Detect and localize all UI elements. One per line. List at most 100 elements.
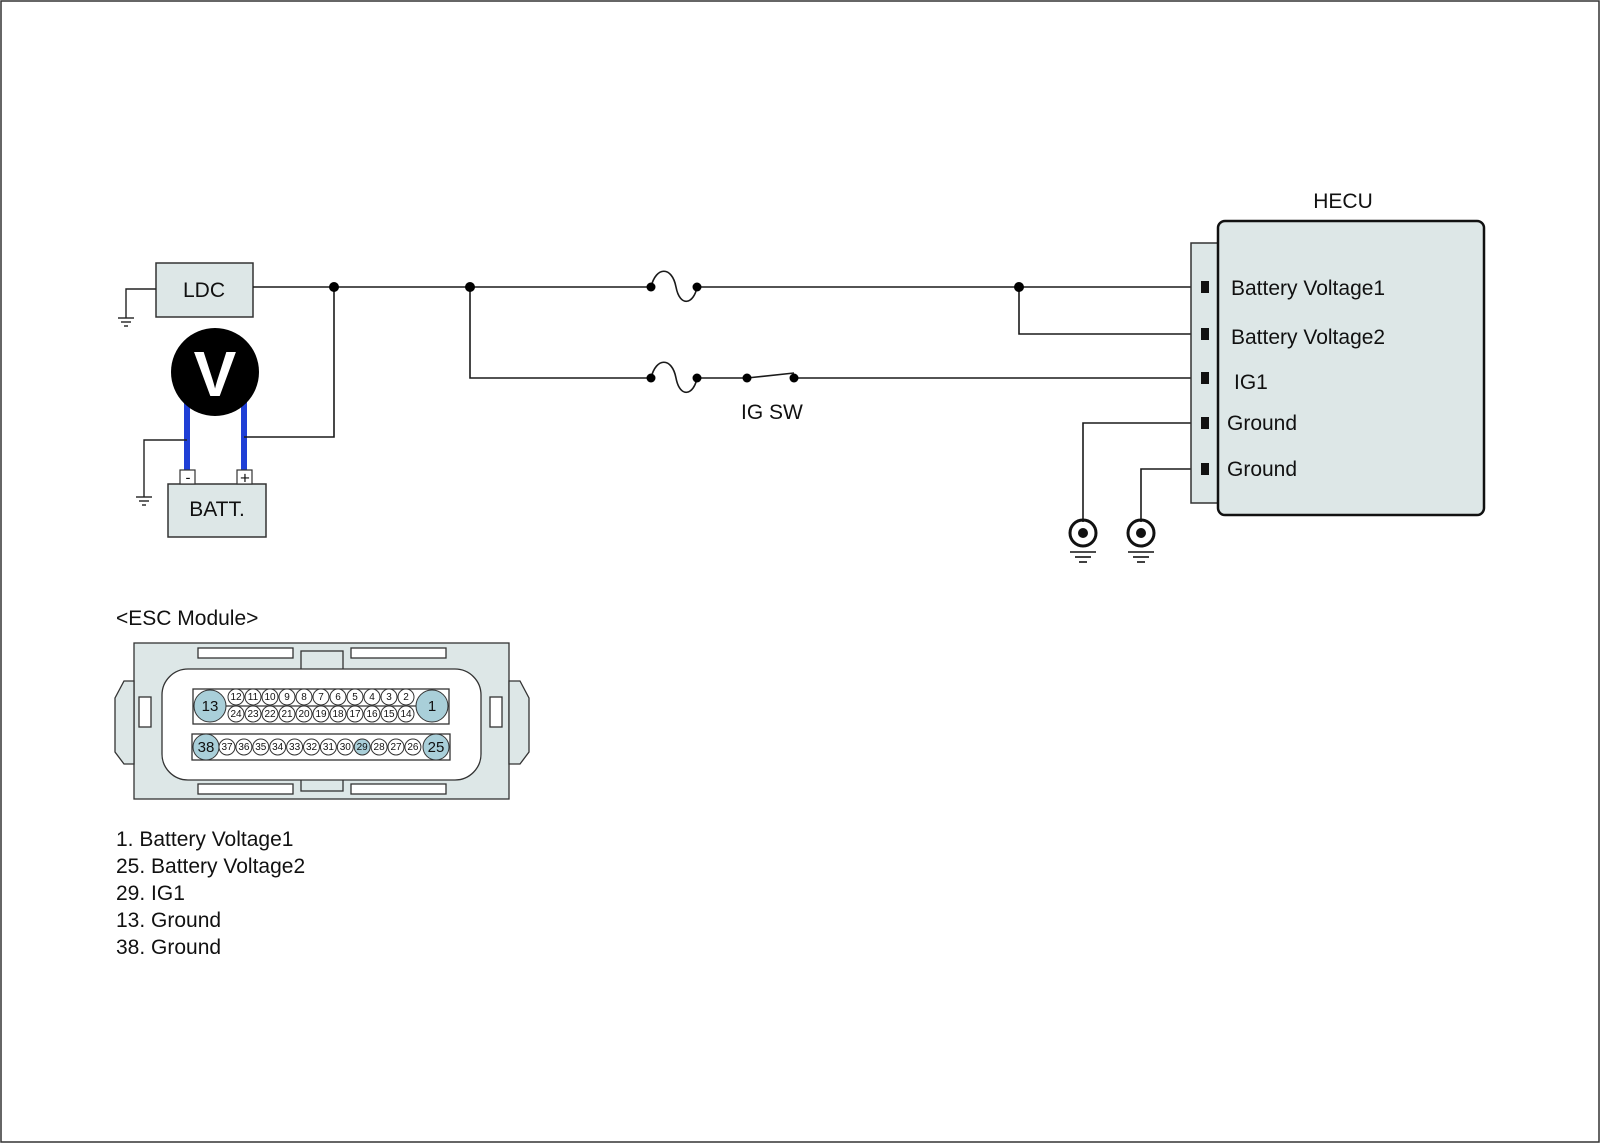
connector-pin-number: 13	[202, 698, 219, 715]
connector-pin-number: 12	[230, 692, 242, 703]
hecu-terminal-label: Ground	[1227, 458, 1297, 481]
connector-pin	[353, 738, 371, 756]
connector-pin-number: 34	[272, 742, 284, 753]
connector-pin	[303, 738, 320, 756]
hecu-body	[1216, 219, 1486, 517]
connector-pin-number: 22	[264, 709, 276, 720]
battery-label: BATT.	[189, 498, 245, 521]
ldc-ground-symbol	[118, 288, 156, 327]
esc-module-title: <ESC Module>	[116, 607, 258, 630]
connector-pin-number: 2	[403, 692, 409, 703]
connector-pin-number: 37	[221, 742, 233, 753]
connector-pin-number: 9	[284, 692, 290, 703]
connector-pin	[252, 738, 270, 756]
connector-pin-number: 7	[318, 692, 324, 703]
pin-legend-item: 38. Ground	[116, 936, 222, 959]
connector-pin	[278, 688, 296, 706]
voltmeter-label: V	[194, 338, 237, 410]
connector-pin	[278, 705, 296, 723]
battery-ground-symbol	[136, 439, 187, 506]
connector-pin-number: 11	[248, 692, 259, 703]
connector-pin	[387, 738, 405, 756]
connector-pin	[218, 738, 236, 756]
hecu-terminal-pin	[1201, 372, 1209, 384]
connector-pin	[363, 705, 381, 723]
connector-pin-number: 19	[315, 709, 327, 720]
connector-pin	[227, 688, 245, 706]
circuit-wires	[244, 270, 1201, 522]
connector-pin-number: 1	[428, 698, 436, 715]
fuse-terminal-dot	[692, 373, 702, 383]
connector-pin	[397, 705, 415, 723]
hecu-title: HECU	[1313, 190, 1373, 213]
connector-pin-number: 31	[323, 742, 335, 753]
pin-legend: 1. Battery Voltage1 25. Battery Voltage2…	[116, 826, 305, 961]
connector-pin-number: 3	[386, 692, 392, 703]
hecu-terminal-label: Battery Voltage2	[1231, 326, 1385, 349]
connector-pin-number: 4	[369, 692, 375, 703]
connector-pin-number: 8	[301, 692, 307, 703]
connector-pin-number: 35	[255, 742, 267, 753]
connector-pin-number: 29	[357, 742, 369, 753]
ldc-component: LDC	[155, 262, 254, 318]
connector-pin	[312, 688, 330, 706]
connector-pin-number: 25	[428, 739, 445, 756]
connector-pin-number: 38	[198, 739, 215, 756]
battery-component: - + BATT.	[167, 469, 267, 538]
connector-pin	[380, 705, 398, 723]
connector-pin	[329, 688, 347, 706]
connector-pin	[312, 705, 330, 723]
connector-pin	[380, 688, 398, 706]
connector-pin-number: 14	[400, 709, 412, 720]
connector-pin-number: 27	[390, 742, 402, 753]
fuse-terminal-dot	[646, 373, 656, 383]
pin-legend-item: 25. Battery Voltage2	[116, 855, 306, 878]
connector-pin	[286, 738, 304, 756]
connector-pin	[319, 738, 337, 756]
connector-pin	[261, 688, 279, 706]
switch-terminal-dot	[742, 373, 752, 383]
junction-dots	[329, 282, 1024, 383]
connector-pin-number: 20	[298, 709, 310, 720]
connector-pin	[227, 705, 245, 723]
battery-positive-terminal	[236, 469, 253, 485]
junction-dot	[465, 282, 475, 292]
connector-pin-number: 28	[374, 742, 386, 753]
hecu-terminal-pin	[1201, 328, 1209, 340]
chassis-ground-symbol-1	[1068, 518, 1098, 563]
connector-pin	[346, 688, 364, 706]
hecu-terminal-pin	[1201, 417, 1209, 429]
connector-pin-number: 16	[366, 709, 378, 720]
connector-pin	[244, 688, 262, 706]
connector-pin-number: 18	[332, 709, 344, 720]
ldc-label: LDC	[183, 279, 225, 302]
fuse-terminal-dot	[646, 282, 656, 292]
connector-pin-number: 24	[230, 709, 242, 720]
hecu-terminal-pin	[1201, 281, 1209, 293]
hecu-terminal-label: Ground	[1227, 412, 1297, 435]
connector-pin	[235, 738, 253, 756]
connector-pin	[269, 738, 287, 756]
connector-pin	[329, 705, 347, 723]
connector-pin	[295, 705, 313, 723]
connector-pin-number: 33	[289, 742, 301, 753]
hecu-terminal-label: IG1	[1234, 371, 1268, 394]
connector-pin	[336, 738, 354, 756]
hecu-module: HECU Battery Voltage1 Battery Voltage2 I…	[1190, 190, 1486, 517]
battery-plus-sign: +	[240, 469, 250, 488]
chassis-ground-symbol-2	[1126, 518, 1156, 563]
connector-pin-number: 21	[281, 709, 293, 720]
connector-pin	[295, 688, 313, 706]
connector-pin-number: 15	[383, 709, 395, 720]
connector-pin	[346, 705, 364, 723]
connector-pin	[363, 688, 381, 706]
connector-pin	[244, 705, 262, 723]
ig-switch-label: IG SW	[741, 401, 803, 424]
fuse-terminal-dot	[692, 282, 702, 292]
connector-pin	[370, 738, 388, 756]
connector-pin-number: 30	[340, 742, 352, 753]
connector-pin-number: 23	[247, 709, 259, 720]
connector-pin	[404, 738, 422, 756]
